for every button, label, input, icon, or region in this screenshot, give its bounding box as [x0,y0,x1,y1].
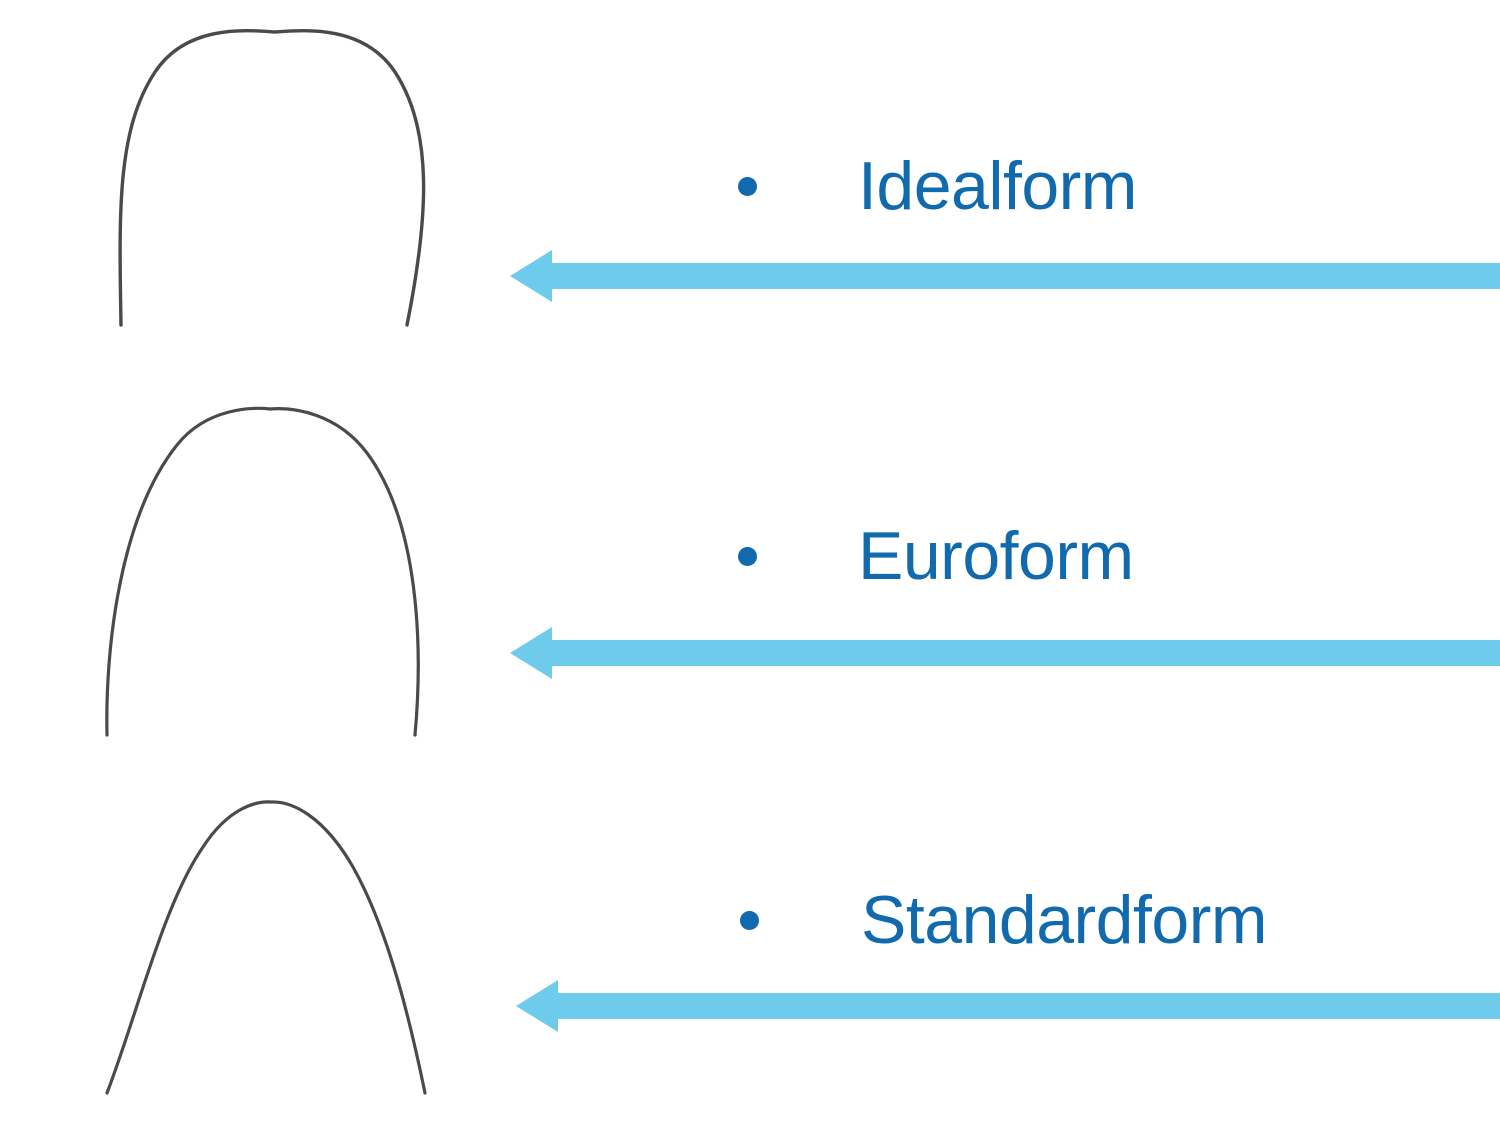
archwire-euroform [85,395,445,750]
label-idealform: Idealform [858,148,1137,224]
archwire-standardform-drawing [105,800,427,1095]
label-euroform: Euroform [858,518,1134,594]
archwire-euroform-drawing [105,406,420,737]
bullet-dot-icon [740,910,759,930]
arrow-idealform [510,248,1500,304]
bullet-dot-icon [738,176,757,196]
left-arrow-icon [510,627,1500,679]
bullet-dot-icon [738,546,757,566]
bullet-item-euroform: Euroform [738,522,1134,590]
left-arrow-icon [516,980,1500,1032]
archwire-idealform-drawing [118,28,426,327]
label-standardform: Standardform [861,882,1267,958]
bullet-item-idealform: Idealform [738,152,1137,220]
arrow-euroform [510,625,1500,681]
bullet-item-standardform: Standardform [740,886,1267,954]
archwire-idealform [95,10,455,350]
left-arrow-icon [510,250,1500,302]
arrow-standardform [516,978,1500,1034]
archwire-standardform [85,785,455,1110]
